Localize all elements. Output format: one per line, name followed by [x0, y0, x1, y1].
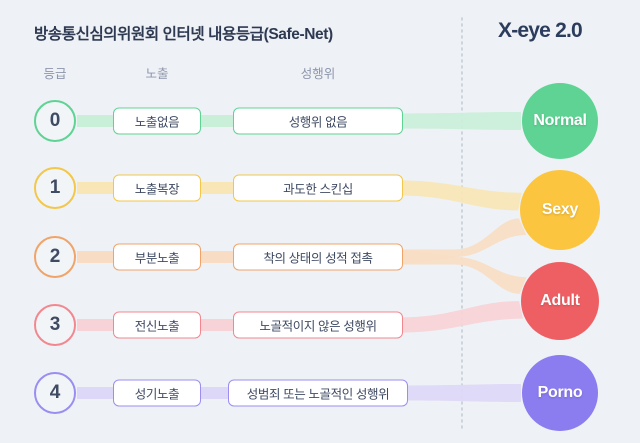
grade-circle-4[interactable]: 4	[34, 372, 76, 414]
category-circle-sexy[interactable]: Sexy	[520, 170, 600, 250]
ribbon-stub-grade-to-exposure	[77, 182, 115, 194]
flow-ribbon-3-to-adult	[400, 301, 524, 333]
ribbon-stub-grade-to-exposure	[77, 387, 115, 399]
ribbon-stub-grade-to-exposure	[77, 115, 115, 127]
behavior-chip-4[interactable]: 성범죄 또는 노골적인 성행위	[228, 379, 408, 407]
exposure-chip-3[interactable]: 전신노출	[113, 311, 201, 339]
page-title: 방송통신심의위원회 인터넷 내용등급(Safe-Net)	[34, 26, 333, 43]
ribbon-stub-exposure-to-behavior	[199, 387, 230, 399]
column-header-behavior: 성행위	[300, 67, 336, 81]
exposure-chip-2[interactable]: 부분노출	[113, 243, 201, 271]
exposure-chip-0[interactable]: 노출없음	[113, 107, 201, 135]
category-circle-adult[interactable]: Adult	[521, 262, 599, 340]
ribbon-stub-grade-to-exposure	[77, 319, 115, 331]
exposure-chip-1[interactable]: 노출복장	[113, 174, 201, 202]
ribbon-stub-exposure-to-behavior	[199, 182, 235, 194]
grade-circle-2[interactable]: 2	[34, 236, 76, 278]
ribbon-stub-exposure-to-behavior	[199, 115, 235, 127]
behavior-chip-2[interactable]: 착의 상태의 성적 접촉	[233, 243, 403, 271]
behavior-chip-1[interactable]: 과도한 스킨십	[233, 174, 403, 202]
flow-ribbon-1-to-sexy	[400, 180, 522, 211]
flow-ribbon-2-to-sexy	[400, 218, 527, 265]
flow-ribbon-0-to-normal	[400, 112, 521, 130]
column-header-exposure: 노출	[145, 67, 169, 81]
ribbon-stub-exposure-to-behavior	[199, 251, 235, 263]
column-header-grade: 등급	[43, 67, 67, 81]
category-circle-porno[interactable]: Porno	[522, 355, 598, 431]
ribbon-stub-grade-to-exposure	[77, 251, 115, 263]
behavior-chip-3[interactable]: 노골적이지 않은 성행위	[233, 311, 403, 339]
grade-circle-0[interactable]: 0	[34, 100, 76, 142]
behavior-chip-0[interactable]: 성행위 없음	[233, 107, 403, 135]
flow-ribbon-2-to-adult	[400, 249, 527, 294]
grade-circle-1[interactable]: 1	[34, 167, 76, 209]
exposure-chip-4[interactable]: 성기노출	[113, 379, 201, 407]
grade-circle-3[interactable]: 3	[34, 304, 76, 346]
flow-ribbon-4-to-porno	[405, 384, 521, 402]
category-circle-normal[interactable]: Normal	[522, 83, 598, 159]
ribbon-stub-exposure-to-behavior	[199, 319, 235, 331]
brand-logo-text: X-eye 2.0	[498, 19, 583, 42]
